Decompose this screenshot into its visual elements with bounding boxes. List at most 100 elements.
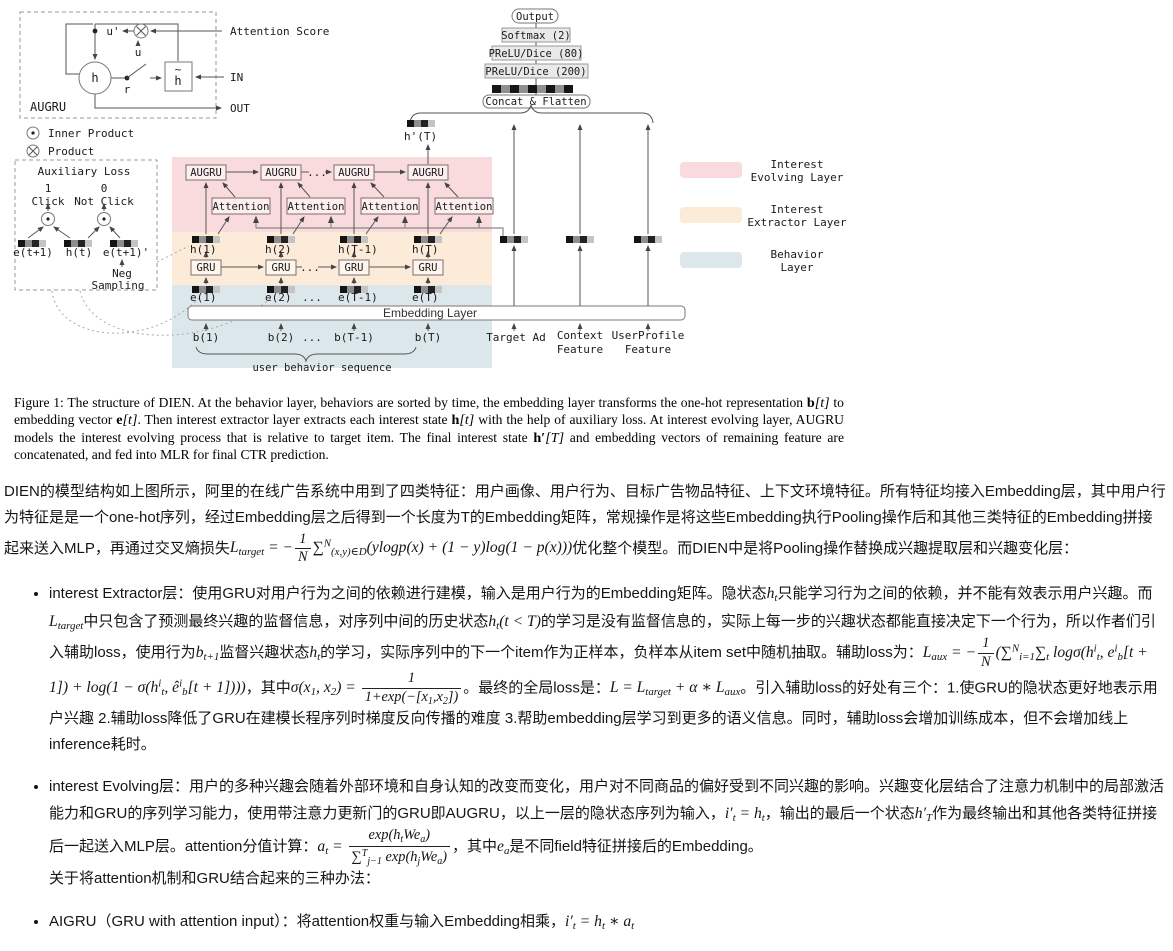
legend-label: Interest — [771, 158, 824, 171]
label-e-t1-neg: e(t+1)' — [103, 246, 149, 259]
softmax-box — [501, 27, 571, 43]
attention-box — [360, 197, 420, 215]
legend-label: Behavior — [771, 248, 824, 261]
augru-box — [260, 164, 302, 181]
label-augru: AUGRU — [412, 167, 444, 179]
attention-box — [286, 197, 346, 215]
augru-cell-detail: h ~ h u' u r AUGRU Attention Score IN OU… — [19, 11, 329, 119]
label-userprofile-2: Feature — [625, 343, 671, 356]
legend-label: Layer — [780, 261, 813, 274]
prelu80-box — [491, 45, 582, 61]
label-neg: 0 — [101, 182, 108, 195]
label-out: OUT — [230, 102, 250, 115]
auxiliary-loss-box: Auxiliary Loss 1 0 Click Not Click e(t+1… — [13, 159, 158, 292]
ellipsis: ... — [302, 331, 322, 344]
evolving-note: 关于将attention机制和GRU结合起来的三种办法： — [49, 870, 380, 888]
label-hT: h(T) — [412, 243, 439, 256]
ellipsis: ... — [300, 261, 320, 274]
legend-swatch-behavior — [680, 252, 742, 268]
embedding-vector-glyph — [414, 236, 442, 243]
label-concat: Concat & Flatten — [485, 96, 586, 108]
label-output: Output — [516, 11, 554, 23]
figure-caption: Figure 1: The structure of DIEN. At the … — [14, 395, 844, 462]
label-u: u — [135, 46, 142, 59]
hidden-state-row: h(1) h(2) h(T-1) h(T) — [190, 236, 442, 256]
inner-product-icon — [26, 126, 40, 140]
label-pos: 1 — [45, 182, 52, 195]
legend-label: Evolving Layer — [751, 171, 844, 184]
hidden-state-node — [78, 61, 112, 95]
label-h-t: h(t) — [66, 246, 93, 259]
intro-paragraph: DIEN的模型结构如上图所示，阿里的在线广告系统中用到了四类特征：用户画像、用户… — [4, 483, 1166, 566]
label-embedding-layer: Embedding Layer — [383, 306, 477, 320]
dien-figure: h ~ h u' u r AUGRU Attention Score IN OU… — [13, 8, 847, 374]
label-u-prime: u' — [106, 25, 119, 38]
extractor-text: interest Extractor层：使用GRU对用户行为之间的依赖进行建模，… — [49, 585, 1158, 754]
label-attention: Attention — [362, 201, 419, 213]
label-attention-score: Attention Score — [230, 25, 329, 38]
product-icon — [26, 144, 40, 158]
gru-box — [412, 259, 444, 276]
label-context-1: Context — [557, 329, 603, 342]
label-gru: GRU — [272, 262, 291, 274]
label-gru: GRU — [197, 262, 216, 274]
label-softmax: Softmax (2) — [501, 30, 571, 42]
concat-vector-glyph — [492, 85, 573, 93]
label-eT1: e(T-1) — [338, 291, 378, 304]
label-augru-cell: AUGRU — [30, 100, 66, 114]
embedding-layer-bar — [187, 305, 686, 321]
label-context-2: Feature — [557, 343, 603, 356]
notes-list: interest Extractor层：使用GRU对用户行为之间的依赖进行建模，… — [4, 580, 1166, 936]
label-gru: GRU — [345, 262, 364, 274]
legend-swatch-extractor — [680, 207, 742, 223]
evolving-text: interest Evolving层：用户的多种兴趣会随着外部环境和自身认知的改… — [49, 777, 1165, 867]
label-gru: GRU — [419, 262, 438, 274]
label-e2: e(2) — [265, 291, 292, 304]
label-attention: Attention — [213, 201, 270, 213]
legend-label: Extractor Layer — [747, 216, 847, 229]
aigru-text: AIGRU（GRU with attention input）：将attenti… — [49, 912, 635, 932]
label-attention: Attention — [436, 201, 493, 213]
behavior-embedding-row: e(1) e(2) e(T-1) e(T) ... — [190, 286, 442, 304]
aux-dotted-links — [51, 245, 273, 336]
attention-row: Attention Attention Attention Attention — [211, 197, 494, 215]
label-h2: h(2) — [265, 243, 292, 256]
label-aux-title: Auxiliary Loss — [38, 165, 131, 178]
behavior-brace — [195, 346, 417, 363]
embedding-vector-glyph — [407, 120, 435, 127]
bullet-interest-extractor: interest Extractor层：使用GRU对用户行为之间的依赖进行建模，… — [49, 580, 1166, 758]
concat-box — [482, 94, 591, 109]
embedding-vector-glyph — [500, 236, 528, 243]
label-userprofile-1: UserProfile — [612, 329, 685, 342]
label-h-prime-T: h'(T) — [404, 130, 437, 143]
concat-brace — [409, 104, 654, 124]
label-h-node: h — [91, 71, 98, 85]
inner-product-node — [41, 212, 55, 226]
output-box — [511, 8, 559, 24]
ellipsis: ... — [302, 291, 322, 304]
label-b1: b(1) — [193, 331, 220, 344]
behavior-band — [172, 285, 492, 368]
label-prelu200: PReLU/Dice (200) — [485, 66, 586, 78]
label-b2: b(2) — [268, 331, 295, 344]
label-augru: AUGRU — [338, 167, 370, 179]
label-bT1: b(T-1) — [334, 331, 374, 344]
ellipsis: ... — [307, 166, 327, 179]
behavior-input-row: b(1) b(2) b(T-1) b(T) ... user behavior … — [193, 331, 442, 374]
label-prelu80: PReLU/Dice (80) — [489, 48, 584, 60]
label-neg-sampling-1: Neg — [112, 267, 132, 280]
label-user-behavior: user behavior sequence — [252, 362, 391, 374]
label-h-tilde: h — [174, 74, 181, 88]
embedding-vector-glyph — [634, 236, 662, 243]
label-hT1: h(T-1) — [338, 243, 378, 256]
aux-border — [14, 159, 158, 291]
feature-columns: Target Ad Context Feature UserProfile Fe… — [486, 236, 684, 356]
band-legend: Interest Evolving Layer Interest Extract… — [680, 158, 847, 274]
augru-row: AUGRU AUGRU AUGRU AUGRU ... — [185, 164, 449, 181]
attention-box — [211, 197, 271, 215]
symbol-legend: Inner Product Product — [26, 126, 134, 158]
candidate-state-box — [164, 61, 193, 92]
embedding-vector-glyph — [192, 236, 220, 243]
label-click: Click — [31, 195, 64, 208]
